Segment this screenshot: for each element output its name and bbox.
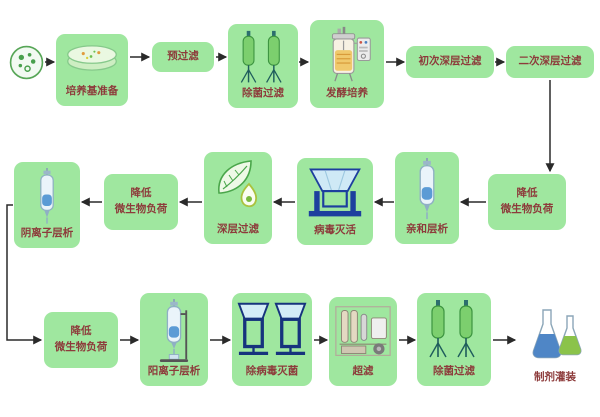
node-label: 超滤 bbox=[352, 365, 374, 378]
node-label: 除菌过滤 bbox=[433, 365, 475, 378]
node-label: 除菌过滤 bbox=[242, 87, 284, 100]
node-virus-removal-filtration: 除病毒灭菌 bbox=[232, 293, 312, 386]
node-sterile-filtration-2: 除菌过滤 bbox=[417, 293, 491, 386]
node-label: 发酵培养 bbox=[326, 87, 368, 100]
node-affinity-chromatography: 亲和层析 bbox=[395, 152, 459, 244]
node-label-line1: 降低 bbox=[516, 187, 538, 200]
node-ultrafiltration: 超滤 bbox=[329, 297, 397, 386]
node-cation-chromatography: 阳离子层析 bbox=[140, 293, 208, 386]
chromatography-column-stand-icon bbox=[159, 299, 189, 363]
node-label-line2: 微生物负荷 bbox=[500, 203, 554, 215]
twin-filter-columns-icon bbox=[429, 300, 475, 358]
node-label: 深层过滤 bbox=[217, 223, 259, 236]
node-label: 阳离子层析 bbox=[147, 365, 201, 378]
node-second-depth-filtration: 二次深层过滤 bbox=[506, 46, 594, 78]
node-label: 预过滤 bbox=[167, 50, 199, 63]
node-anion-chromatography: 阴离子层析 bbox=[14, 162, 80, 248]
node-virus-inactivation: 病毒灭活 bbox=[297, 158, 373, 245]
cells-icon bbox=[9, 45, 44, 80]
twin-filter-columns-icon bbox=[240, 30, 282, 83]
virus-inactivation-icon bbox=[308, 168, 362, 217]
node-fermentation: 发酵培养 bbox=[310, 20, 384, 108]
node-label-line2: 微生物负荷 bbox=[114, 203, 168, 215]
flasks-icon bbox=[532, 309, 582, 359]
node-reduce-bioburden-3: 降低 微生物负荷 bbox=[44, 312, 118, 368]
node-label: 除病毒灭菌 bbox=[245, 365, 299, 378]
virus-filter-housings-icon bbox=[237, 302, 307, 356]
node-reduce-bioburden-2: 降低 微生物负荷 bbox=[104, 174, 178, 230]
node-label: 亲和层析 bbox=[406, 223, 448, 236]
node-formulation-filling: 制剂灌装 bbox=[518, 308, 592, 385]
node-depth-filtration: 深层过滤 bbox=[204, 152, 272, 244]
node-label: 制剂灌装 bbox=[534, 371, 576, 383]
leaf-droplet-icon bbox=[218, 160, 258, 208]
node-label: 阴离子层析 bbox=[20, 227, 74, 240]
node-label: 病毒灭活 bbox=[314, 224, 356, 237]
node-label: 培养基准备 bbox=[65, 85, 119, 98]
node-reduce-bioburden-1: 降低 微生物负荷 bbox=[488, 174, 566, 230]
node-pre-filtration: 预过滤 bbox=[152, 42, 214, 72]
node-label-line1: 降低 bbox=[70, 325, 92, 338]
bioreactor-icon bbox=[331, 26, 371, 82]
ultrafiltration-skid-icon bbox=[335, 306, 391, 356]
chromatography-column-icon bbox=[40, 168, 54, 224]
node-label-line2: 微生物负荷 bbox=[54, 341, 108, 353]
chromatography-column-icon bbox=[419, 158, 435, 220]
node-label: 初次深层过滤 bbox=[418, 55, 482, 68]
petri-dish-icon bbox=[67, 45, 117, 71]
node-label: 二次深层过滤 bbox=[518, 55, 582, 68]
start-cells bbox=[8, 44, 45, 81]
node-label-line1: 降低 bbox=[130, 187, 152, 200]
node-sterile-filtration-1: 除菌过滤 bbox=[228, 24, 298, 108]
node-medium-preparation: 培养基准备 bbox=[56, 34, 128, 106]
node-first-depth-filtration: 初次深层过滤 bbox=[406, 46, 494, 78]
